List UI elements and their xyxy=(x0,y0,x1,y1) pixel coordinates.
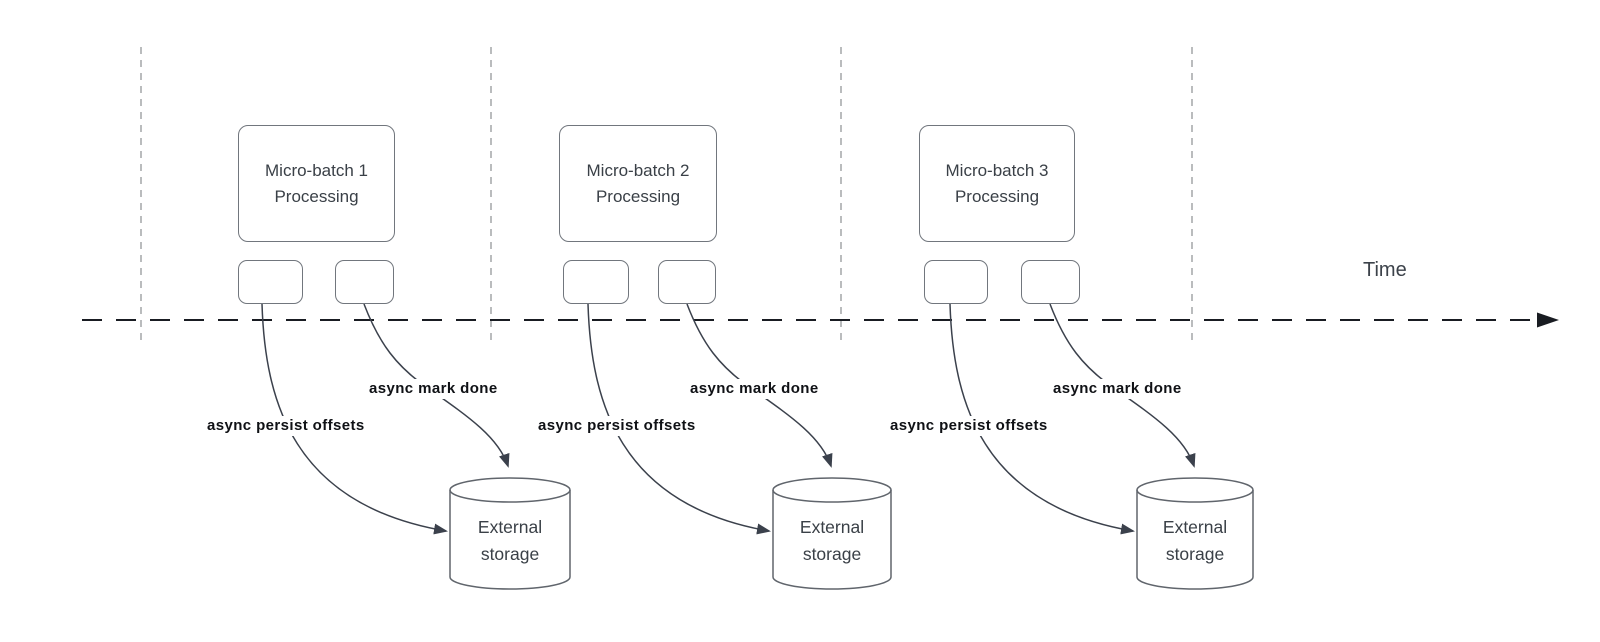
persist-offsets-label-2: async persist offsets xyxy=(536,416,698,436)
micro-batch-2-title: Micro-batch 2 Processing xyxy=(586,160,690,206)
micro-batch-2-offset-box-left xyxy=(563,260,629,304)
micro-batch-2-offset-box-right xyxy=(658,260,716,304)
micro-batch-3-processing-box: Micro-batch 3 Processing xyxy=(919,125,1075,242)
external-storage-label-1: External storage xyxy=(477,517,543,564)
external-storage-cylinder-2 xyxy=(772,477,892,590)
micro-batch-2-processing-box: Micro-batch 2 Processing xyxy=(559,125,717,242)
mark-done-label-1: async mark done xyxy=(367,379,500,399)
persist-offsets-label-3: async persist offsets xyxy=(888,416,1050,436)
micro-batch-1-offset-box-left xyxy=(238,260,303,304)
external-storage-cylinder-3 xyxy=(1136,477,1254,590)
persist-offsets-arrow-3 xyxy=(949,303,1135,535)
micro-batch-1-offset-box-right xyxy=(335,260,394,304)
mark-done-label-2: async mark done xyxy=(688,379,821,399)
persist-offsets-arrow-1 xyxy=(261,303,448,535)
time-axis-label: Time xyxy=(1363,259,1407,281)
micro-batch-1-processing-box: Micro-batch 1 Processing xyxy=(238,125,395,242)
micro-batch-3-offset-box-left xyxy=(924,260,988,304)
persist-offsets-label-1: async persist offsets xyxy=(205,416,367,436)
external-storage-cylinder-1 xyxy=(449,477,571,590)
micro-batch-3-title: Micro-batch 3 Processing xyxy=(945,160,1049,206)
persist-offsets-arrow-2 xyxy=(587,303,771,535)
external-storage-label-2: External storage xyxy=(799,517,865,564)
micro-batch-3-offset-box-right xyxy=(1021,260,1080,304)
mark-done-label-3: async mark done xyxy=(1051,379,1184,399)
micro-batch-1-title: Micro-batch 1 Processing xyxy=(265,160,368,206)
external-storage-label-3: External storage xyxy=(1162,517,1228,564)
